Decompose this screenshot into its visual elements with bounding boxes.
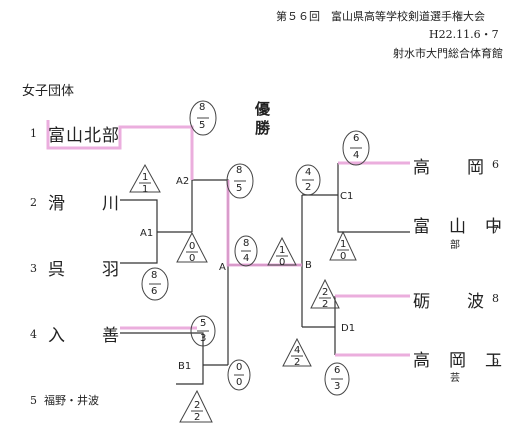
node-b: B [305,260,312,271]
score-b1-top-num: 5 [200,318,207,329]
score-b1-top-den: 3 [200,333,207,344]
score-kureha-den: 6 [151,286,158,297]
score-b1-bottom-den: 2 [194,412,201,423]
team-4-number: 4 [30,328,37,341]
team-7-sub: 部 [450,240,460,251]
score-d1-bottom-num: 6 [334,365,341,376]
tournament-date: H22.11.6・7 [429,28,499,41]
node-a2: A2 [176,176,190,187]
score-d1-top-den: 2 [322,299,329,310]
score-final-a-num: 8 [243,238,250,249]
team-5-name: 福野・井波 [44,394,99,407]
team-7-name: 富 山 中 [413,217,503,237]
score-b1-bottom-num: 2 [194,400,201,411]
score-final-b-num: 1 [279,245,286,256]
division-label: 女子団体 [22,84,75,99]
score-d1-left-num: 4 [294,345,301,356]
score-c1-top-den: 4 [353,150,360,161]
node-c1: C1 [340,191,354,202]
team-7-number: 7 [492,223,499,236]
team-6-number: 6 [492,158,499,171]
node-d1: D1 [341,323,356,334]
team-9-number: 9 [492,356,499,369]
score-final-a-den: 4 [243,253,250,264]
tournament-title: 第５６回 富山県高等学校剣道選手権大会 [276,10,485,23]
node-a: A [219,262,226,273]
score-c1-bottom-num: 1 [340,239,347,250]
team-1-name: 富山北部 [48,126,120,146]
team-2-number: 2 [30,196,37,209]
score-b1-mid-num: 0 [236,362,243,373]
score-a2-top-den: 5 [199,120,206,131]
node-b1: B1 [178,361,192,372]
score-a1-top-num: 1 [142,172,149,183]
team-3-number: 3 [30,262,37,275]
team-8-name: 砺 波 [413,292,485,312]
tournament-venue: 射水市大門総合体育館 [393,47,503,60]
score-final-b-den: 0 [279,257,286,268]
score-a1-bottom-num: 0 [189,241,196,252]
score-a2-right-num: 8 [236,165,243,176]
team-9-name: 高 岡 工 [413,351,503,371]
score-a1-top-den: 1 [142,184,149,195]
champion-label: 優勝 [255,100,271,137]
team-5-number: 5 [30,394,37,407]
team-4-name: 入 善 [48,326,120,346]
team-9-sub: 芸 [450,373,460,384]
team-6-name: 高 岡 [413,158,485,178]
team-2-name: 滑 川 [48,194,120,214]
score-c1-left-num: 4 [305,167,312,178]
node-a1: A1 [140,228,154,239]
team-8-number: 8 [492,292,499,305]
score-c1-bottom-den: 0 [340,251,347,262]
team-3-name: 呉 羽 [48,260,120,280]
score-a2-right-den: 5 [236,183,243,194]
team-1-number: 1 [30,127,37,140]
score-d1-bottom-den: 3 [334,381,341,392]
score-a1-bottom-den: 0 [189,253,196,264]
score-b1-mid-den: 0 [236,377,243,388]
score-d1-left-den: 2 [294,357,301,368]
score-c1-left-den: 2 [305,182,312,193]
score-kureha-num: 8 [151,270,158,281]
score-c1-top-num: 6 [353,133,360,144]
score-a2-top-num: 8 [199,102,206,113]
score-d1-top-num: 2 [322,287,329,298]
